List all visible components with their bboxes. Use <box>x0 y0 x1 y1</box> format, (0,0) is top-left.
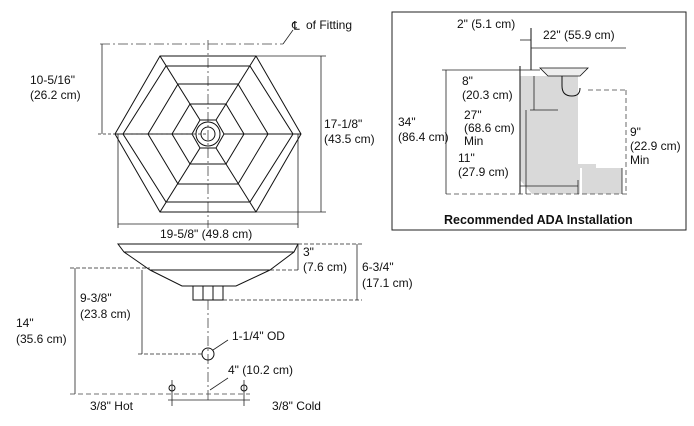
floor-height-in: 14" <box>16 316 34 330</box>
total-depth-in: 6-3/4" <box>362 260 394 274</box>
basin-depth-cm: (7.6 cm) <box>303 260 347 274</box>
hot-label: 3/8" Hot <box>90 399 134 413</box>
ada-toe-in: 9" <box>630 125 641 139</box>
ada-rim-height-in: 34" <box>398 115 416 129</box>
ada-rim-height-cm: (86.4 cm) <box>398 130 449 144</box>
supply-spacing: 4" (10.2 cm) <box>228 363 293 377</box>
ada-reach: 22" (55.9 cm) <box>543 28 615 42</box>
radial-line <box>159 147 201 213</box>
fitting-leader <box>282 29 294 45</box>
ada-wall-offset: 2" (5.1 cm) <box>457 17 515 31</box>
ada-caption: Recommended ADA Installation <box>444 213 633 227</box>
drain-od-leader <box>212 339 229 351</box>
ada-toe-cm: (22.9 cm) <box>630 139 681 153</box>
drain-outlet-circle <box>201 347 215 361</box>
ada-knee-min: Min <box>464 134 483 148</box>
plan-height-cm: (26.2 cm) <box>30 88 81 102</box>
radial-line <box>215 55 257 121</box>
fitting-symbol: ℄ <box>291 19 300 33</box>
radial-line <box>159 55 201 121</box>
ada-knee-cm: (68.6 cm) <box>464 121 515 135</box>
plan-depth-in: 17-1/8" <box>324 117 362 131</box>
plan-view: ℄ of Fitting 10-5/16" (26.2 cm) 17-1/8" … <box>30 18 375 241</box>
basin-profile <box>117 243 299 271</box>
elevation-view: 3" (7.6 cm) 6-3/4" (17.1 cm) 14" (35.6 c… <box>16 243 413 413</box>
radial-line <box>215 147 257 213</box>
ada-clearance-fill <box>546 76 596 194</box>
fitting-label: of Fitting <box>306 18 352 32</box>
ada-panel: 2" (5.1 cm) 22" (55.9 cm) 34" (86.4 cm) … <box>391 11 687 231</box>
plan-height-in: 10-5/16" <box>30 73 75 87</box>
drain-height-in: 9-3/8" <box>80 291 112 305</box>
ada-toe-fill <box>582 168 622 194</box>
ada-apron-cm: (20.3 cm) <box>462 88 513 102</box>
cold-label: 3/8" Cold <box>272 399 321 413</box>
ada-depth-cm: (27.9 cm) <box>458 165 509 179</box>
ada-knee-in: 27" <box>464 108 482 122</box>
plan-depth-cm: (43.5 cm) <box>324 132 375 146</box>
drain-height-cm: (23.8 cm) <box>80 307 131 321</box>
ada-depth-in: 11" <box>458 151 475 165</box>
floor-height-cm: (35.6 cm) <box>16 332 67 346</box>
drain-od: 1-1/4" OD <box>232 329 285 343</box>
ada-basin <box>539 67 589 77</box>
drain-body <box>192 285 224 301</box>
total-depth-cm: (17.1 cm) <box>362 276 413 290</box>
ada-trap <box>561 76 581 97</box>
basin-depth-in: 3" <box>303 245 314 259</box>
ada-toe-min: Min <box>630 153 649 167</box>
ada-apron-in: 8" <box>462 74 473 88</box>
basin-bowl <box>149 269 271 287</box>
supply-leader <box>209 377 229 391</box>
plan-width: 19-5/8" (49.8 cm) <box>160 227 252 241</box>
